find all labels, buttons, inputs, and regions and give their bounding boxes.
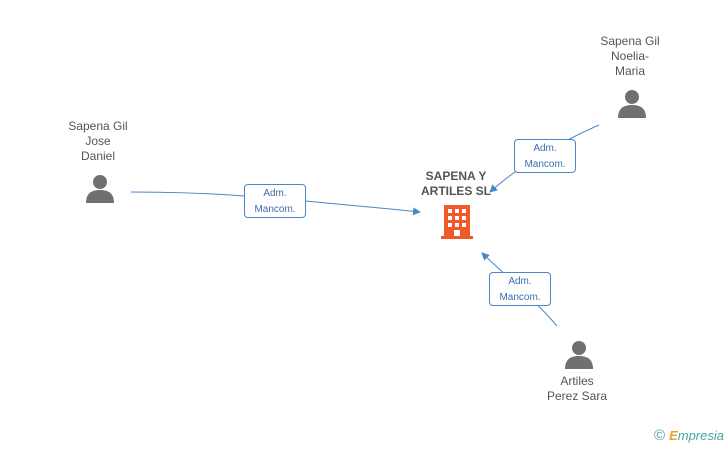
brand-rest: mpresia <box>677 428 724 443</box>
brand-e: E <box>669 428 678 443</box>
person-name-noelia[interactable]: Sapena Gil Noelia- Maria <box>600 34 660 78</box>
person-icon[interactable] <box>85 173 115 203</box>
building-icon[interactable] <box>441 205 473 239</box>
person-icon[interactable] <box>564 339 594 369</box>
person-icon[interactable] <box>617 88 647 118</box>
edge-label-sara[interactable]: Adm. Mancom. <box>489 272 551 306</box>
copyright-symbol: © <box>654 427 666 444</box>
edge-label-noelia[interactable]: Adm. Mancom. <box>514 139 576 173</box>
edge-jose-to-company <box>130 191 421 216</box>
company-name[interactable]: SAPENA Y ARTILES SL <box>420 169 491 198</box>
edge-label-jose[interactable]: Adm. Mancom. <box>244 184 306 218</box>
empresia-logo: ©Empresia <box>654 427 724 444</box>
person-name-jose[interactable]: Sapena Gil Jose Daniel <box>68 119 128 163</box>
person-name-sara[interactable]: Artiles Perez Sara <box>546 374 608 403</box>
